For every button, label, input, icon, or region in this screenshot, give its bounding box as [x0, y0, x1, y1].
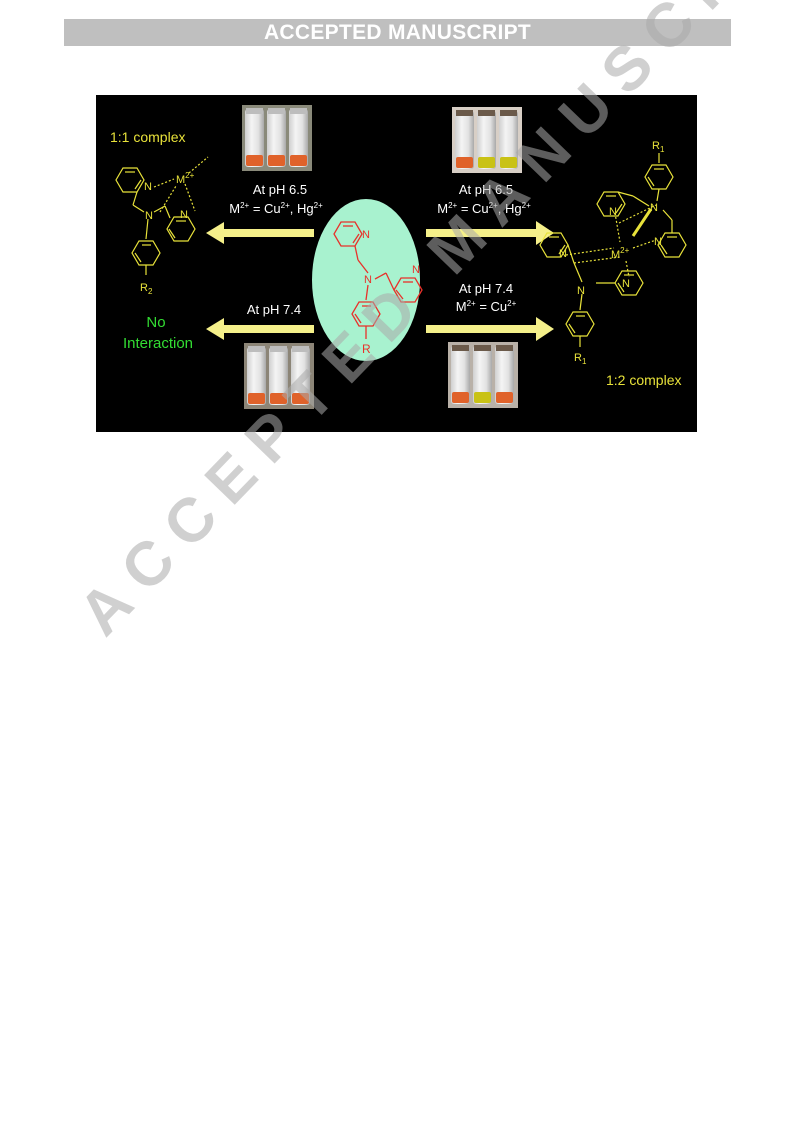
vial: [473, 346, 492, 404]
complex-1-1-structure: [115, 156, 209, 275]
vial: [495, 346, 514, 404]
vial-cap: [248, 346, 265, 352]
vial-cap: [478, 110, 495, 116]
vial-solution-orange: [268, 155, 285, 166]
figure-canvas: N N N R At pH 6.5 M2+ = Cu2+, Hg2+ At pH…: [110, 105, 687, 409]
complex-1-2-r1-top: R1: [652, 140, 665, 154]
free-ligand-n1: N: [362, 229, 370, 241]
vial-cap: [456, 110, 473, 116]
label-bottom-right-metals: M2+ = Cu2+: [456, 299, 517, 314]
arrow-bottom-right: [426, 317, 554, 341]
vial-cap: [500, 110, 517, 116]
complex-1-1-n3: N: [180, 209, 188, 221]
vials-bottom-left: [244, 343, 314, 409]
free-ligand-n2: N: [364, 274, 372, 286]
vial-solution-orange: [456, 157, 473, 168]
vial: [291, 347, 310, 405]
label-no: No: [146, 314, 165, 331]
complex-1-1-r2: R2: [140, 282, 153, 296]
vial-cap: [268, 108, 285, 114]
label-top-right-metals: M2+ = Cu2+, Hg2+: [437, 201, 531, 216]
vial-solution-yellow: [500, 157, 517, 168]
free-ligand-r: R: [362, 342, 371, 356]
vial: [269, 347, 288, 405]
complex-1-2-r1-bottom: R1: [574, 352, 587, 366]
vial: [477, 111, 496, 169]
vial-solution-orange: [248, 393, 265, 404]
vial-cap: [292, 346, 309, 352]
arrow-bottom-left: [206, 318, 314, 340]
label-top-right-ph: At pH 6.5: [459, 182, 513, 197]
complex-1-2-n5: N: [577, 285, 585, 297]
arrow-top-right: [426, 221, 554, 245]
complex-1-2-n3: N: [654, 236, 662, 248]
arrow-top-left: [206, 222, 314, 244]
vials-top-left: [242, 105, 312, 171]
complex-1-1-n1: N: [144, 181, 152, 193]
complex-1-2-n4: N: [559, 248, 567, 260]
vial: [247, 347, 266, 405]
vial-cap: [246, 108, 263, 114]
complex-1-2-n6: N: [622, 278, 630, 290]
vial: [289, 109, 308, 167]
vial-solution-yellow: [474, 392, 491, 403]
vials-bottom-right: [448, 342, 518, 408]
vial-solution-orange: [452, 392, 469, 403]
ligand-ellipse: [312, 199, 420, 361]
label-1-1-complex: 1:1 complex: [110, 129, 185, 145]
label-interaction: Interaction: [123, 335, 193, 352]
vial-solution-yellow: [478, 157, 495, 168]
vial-solution-orange: [246, 155, 263, 166]
vial-cap: [270, 346, 287, 352]
complex-1-1-metal: M2+: [176, 171, 195, 186]
label-bottom-left-ph: At pH 7.4: [247, 302, 301, 317]
vial-cap: [496, 345, 513, 351]
vial-solution-orange: [270, 393, 287, 404]
complex-1-2-metal: M2+: [611, 246, 630, 261]
vial: [451, 346, 470, 404]
complex-1-2-n1: N: [650, 202, 658, 214]
vial-solution-orange: [290, 155, 307, 166]
complex-1-1-n2: N: [145, 210, 153, 222]
free-ligand-n3: N: [412, 264, 420, 276]
label-bottom-right-ph: At pH 7.4: [459, 281, 513, 296]
vial-cap: [290, 108, 307, 114]
free-ligand-structure: [333, 221, 423, 339]
accepted-manuscript-banner: ACCEPTED MANUSCRIPT: [64, 19, 731, 46]
vials-top-right: [452, 107, 522, 173]
label-top-left-ph: At pH 6.5: [253, 182, 307, 197]
complex-1-2-n2: N: [609, 206, 617, 218]
vial-solution-orange: [292, 393, 309, 404]
label-top-left-metals: M2+ = Cu2+, Hg2+: [229, 201, 323, 216]
vial: [245, 109, 264, 167]
vial: [267, 109, 286, 167]
vial-cap: [474, 345, 491, 351]
vial-solution-orange: [496, 392, 513, 403]
complex-1-2-structure: [539, 153, 687, 347]
vial: [499, 111, 518, 169]
label-1-2-complex: 1:2 complex: [606, 372, 681, 388]
vial-cap: [452, 345, 469, 351]
vial: [455, 111, 474, 169]
graphical-abstract-figure: N N N R At pH 6.5 M2+ = Cu2+, Hg2+ At pH…: [96, 95, 697, 432]
